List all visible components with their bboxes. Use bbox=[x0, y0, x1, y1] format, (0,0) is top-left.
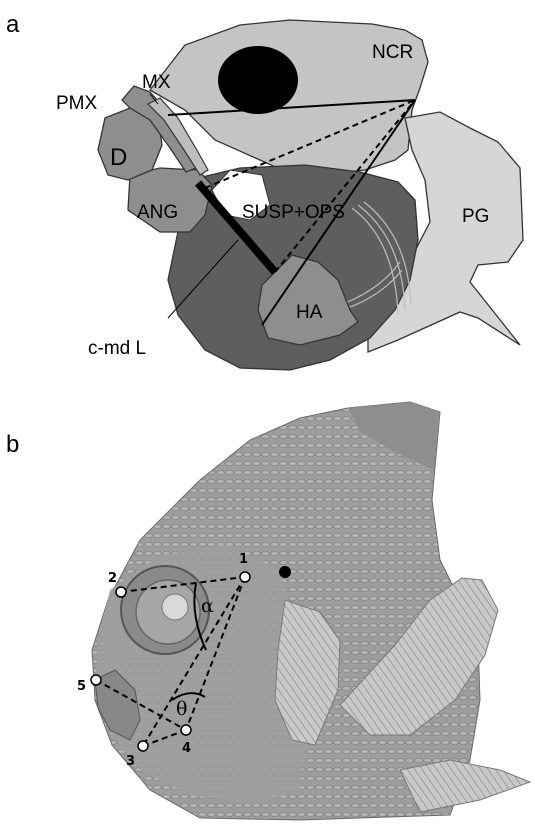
landmark-label-1: 1 bbox=[239, 552, 248, 567]
susp-ops-label: SUSP+OPS bbox=[242, 202, 345, 223]
ang-label: ANG bbox=[137, 202, 178, 223]
landmark-point-2 bbox=[116, 587, 126, 597]
panel-b-label: b bbox=[6, 431, 19, 458]
landmark-point-4 bbox=[181, 725, 191, 735]
nostril-dot bbox=[279, 566, 291, 578]
theta-label: θ bbox=[176, 698, 187, 720]
panel-a-label: a bbox=[6, 11, 20, 38]
ha-label: HA bbox=[296, 302, 323, 323]
alpha-label: α bbox=[201, 595, 214, 617]
pelvic-fin bbox=[400, 760, 530, 812]
panel-b-photo: b bbox=[6, 402, 530, 820]
landmark-point-1 bbox=[240, 572, 250, 582]
ncr-label: NCR bbox=[372, 42, 413, 63]
fish-eye-pupil bbox=[162, 594, 188, 620]
d-label: D bbox=[110, 144, 127, 171]
eye-orbit bbox=[218, 46, 298, 114]
landmark-label-3: 3 bbox=[126, 754, 135, 769]
panel-a-diagram: a bbox=[6, 11, 523, 370]
landmark-label-4: 4 bbox=[182, 741, 191, 756]
mx-label: MX bbox=[142, 72, 171, 93]
closing-mandible-lever-label: c-md L bbox=[88, 338, 146, 359]
landmark-point-5 bbox=[91, 675, 101, 685]
pg-label: PG bbox=[462, 206, 489, 227]
pmx-label: PMX bbox=[56, 93, 98, 114]
landmark-point-3 bbox=[138, 741, 148, 751]
landmark-label-2: 2 bbox=[108, 571, 117, 586]
landmark-label-5: 5 bbox=[77, 679, 86, 694]
